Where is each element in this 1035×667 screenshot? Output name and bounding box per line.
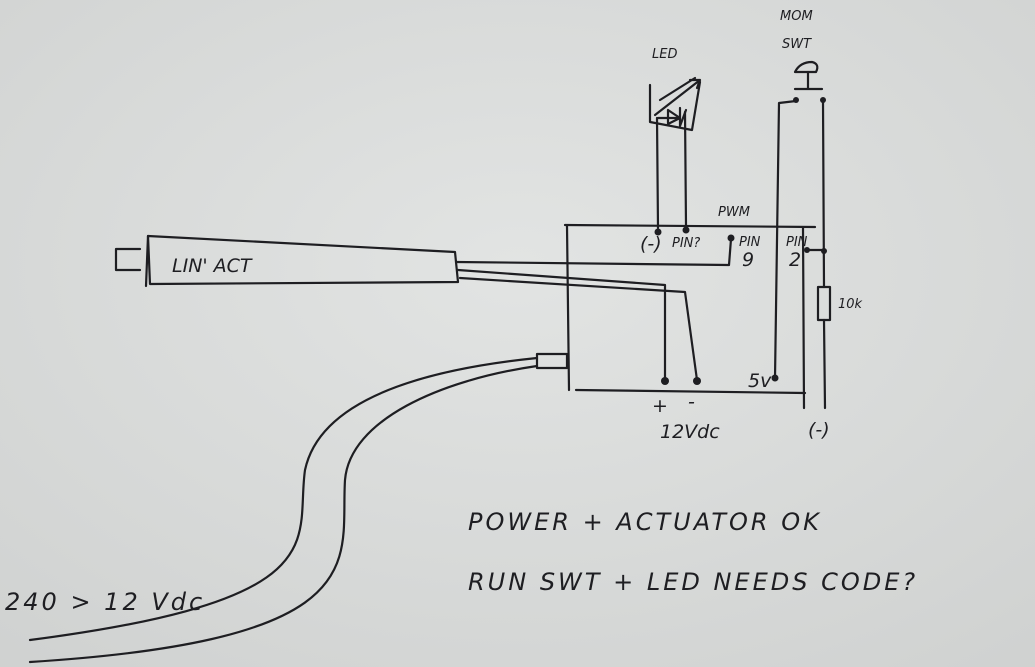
pin9-label: PIN bbox=[739, 235, 761, 250]
led-negative-label: (-) bbox=[640, 233, 662, 255]
note-line-1: POWER + ACTUATOR OK bbox=[468, 508, 822, 536]
switch-label-line2: SWT bbox=[782, 37, 812, 52]
momentary-switch: MOM SWT 5v 10k PIN 2 (-) bbox=[748, 9, 863, 441]
resistor-label: 10k bbox=[838, 297, 863, 312]
pin2-label: PIN bbox=[786, 235, 808, 250]
minus-label: - bbox=[688, 391, 695, 413]
switch-label-line1: MOM bbox=[780, 9, 813, 24]
supply-label: 12Vdc bbox=[660, 421, 720, 443]
ground-label: (-) bbox=[808, 419, 830, 441]
power-supply-label: 240 > 12 Vdc bbox=[5, 588, 205, 616]
controller-board: PWM bbox=[563, 205, 817, 410]
plus-label: + bbox=[652, 395, 668, 417]
actuator-wires: PIN 9 + - 12Vdc bbox=[454, 234, 761, 443]
pin2-number: 2 bbox=[789, 249, 801, 271]
pwm-label: PWM bbox=[718, 205, 750, 220]
power-supply-cable: 240 > 12 Vdc bbox=[5, 352, 569, 664]
five-volt-label: 5v bbox=[748, 370, 772, 392]
actuator-label: LIN' ACT bbox=[172, 255, 253, 277]
led-pin-label: PIN? bbox=[672, 236, 700, 251]
note-line-2: RUN SWT + LED NEEDS CODE? bbox=[468, 568, 918, 596]
led: LED (-) PIN? bbox=[640, 47, 702, 255]
led-label: LED bbox=[652, 47, 677, 62]
linear-actuator: LIN' ACT bbox=[114, 234, 460, 288]
pin9-number: 9 bbox=[742, 249, 754, 271]
